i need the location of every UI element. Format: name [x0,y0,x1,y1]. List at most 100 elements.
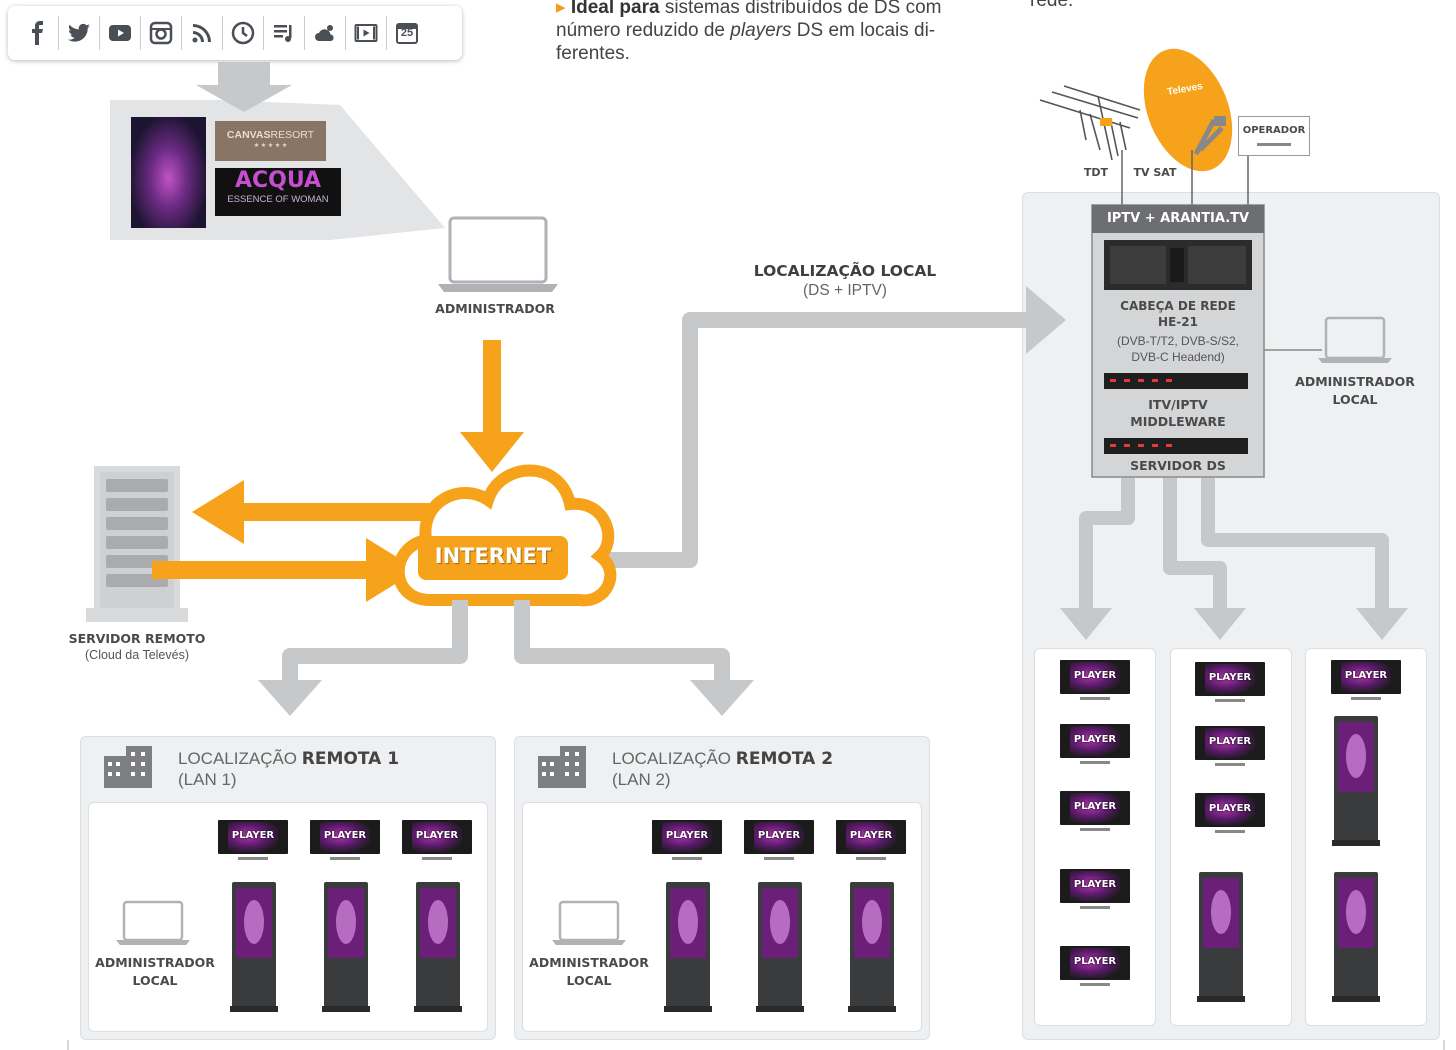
player-screen: PLAYER [218,820,288,862]
local-location-title: LOCALIZAÇÃO LOCAL [753,262,937,280]
calendar-icon[interactable]: 25 [387,16,427,50]
canvas-stars: ★ ★ ★ ★ ★ [253,143,288,149]
remote2-lan: (LAN 2) [612,770,671,789]
internet-label: INTERNET [434,544,552,568]
resort-brand: RESORT [270,129,315,141]
intro-players: players [730,20,792,41]
admin-label: ADMINISTRADOR [435,301,555,316]
twitter-icon[interactable] [59,16,100,50]
internet-to-remote1-arrow [282,600,468,685]
acqua-brand: ACQUA [234,168,322,193]
social-toolbar: 25 [8,6,462,60]
player-screen: PLAYER [1060,724,1130,766]
intro-line2b: DS em locais di- [791,20,936,41]
server-title: SERVIDOR REMOTO [68,631,206,646]
facebook-icon[interactable] [18,16,59,50]
remote1-prefix: LOCALIZAÇÃO [178,749,302,768]
remote2-title: LOCALIZAÇÃO REMOTA 2 [612,749,833,769]
admin-laptop-icon [438,216,558,292]
remote1-bold: REMOTA 1 [301,749,400,769]
player-label: PLAYER [1344,670,1388,681]
player-label: PLAYER [1208,736,1252,747]
cabeca-title-1: CABEÇA DE REDE [1120,299,1236,313]
signage-totem [414,882,462,1012]
itv-label-1: ITV/IPTV [1148,397,1208,412]
itv-label-2: MIDDLEWARE [1130,414,1226,429]
operador-label: OPERADOR [1242,125,1306,136]
player-screen: PLAYER [652,820,722,862]
player-screen: PLAYER [1331,660,1401,702]
player-label: PLAYER [665,830,709,841]
building-icon-1 [104,746,152,788]
tdt-label: TDT [1083,166,1109,179]
intro-line1: sistemas distribuídos de DS com [659,0,942,18]
servidor-ds-label: SERVIDOR DS [1130,458,1226,473]
signage-totem [848,882,896,1012]
youtube-icon[interactable] [100,16,141,50]
remote1-title: LOCALIZAÇÃO REMOTA 1 [178,749,399,769]
clock-icon[interactable] [223,16,264,50]
preview-perfume-image [131,117,206,228]
rss-icon[interactable] [182,16,223,50]
signage-totem [230,882,278,1012]
signage-totem [664,882,712,1012]
signage-totem [322,882,370,1012]
player-label: PLAYER [757,830,801,841]
remote2-admin-laptop-icon [552,900,626,945]
headend-to-col2-arrow [1163,478,1227,612]
tdt-antenna-icon [1039,85,1141,161]
toolbar-down-arrow [196,62,292,112]
headend-to-col3-arrow [1201,478,1389,612]
player-label: PLAYER [323,830,367,841]
remote2-admin-line1: ADMINISTRADOR [529,955,649,970]
signage-totem [1332,716,1380,846]
player-label: PLAYER [231,830,275,841]
video-icon[interactable] [346,16,387,50]
player-screen: PLAYER [1060,869,1130,911]
player-label: PLAYER [1073,879,1117,890]
remote1-admin-line1: ADMINISTRADOR [95,955,215,970]
player-screen: PLAYER [1195,726,1265,768]
player-label: PLAYER [1208,803,1252,814]
local-admin-line1: ADMINISTRADOR [1295,374,1415,389]
preview-canvas-resort: CANVASRESORT ★ ★ ★ ★ ★ [215,121,326,161]
satellite-dish-icon [1143,48,1233,172]
player-label: PLAYER [1073,670,1117,681]
local-admin-laptop-icon [1318,316,1392,363]
signage-totem [1197,872,1245,1002]
internet-to-remote2-arrow [514,600,730,685]
intro-line2a: número reduzido de [556,20,731,41]
intro-line3: ferentes. [556,43,630,64]
remote2-bold: REMOTA 2 [735,749,834,769]
middleware-rack-unit [1104,373,1248,389]
player-label: PLAYER [1208,672,1252,683]
ds-server-rack-unit [1104,438,1248,454]
cabeca-title-2: HE-21 [1158,315,1198,329]
player-screen: PLAYER [1060,791,1130,833]
player-label: PLAYER [415,830,459,841]
cabeca-desc-1: (DVB-T/T2, DVB-S/S2, [1116,334,1240,348]
he21-chassis [1104,240,1252,290]
internet-to-local-arrow [598,312,1030,568]
operador-box: OPERADOR [1238,116,1310,156]
instagram-icon[interactable] [141,16,182,50]
signage-totem [1332,872,1380,1002]
player-screen: PLAYER [1195,662,1265,704]
player-screen: PLAYER [402,820,472,862]
headend-to-col1-arrow [1079,478,1135,612]
remote2-admin-line2: LOCAL [566,973,612,988]
building-icon-2 [538,746,586,788]
antenna-cables [1121,150,1249,205]
intro-right-fragment: rede. [1030,0,1074,11]
player-label: PLAYER [1073,956,1117,967]
player-label: PLAYER [1073,801,1117,812]
cabeca-desc-2: DVB-C Headend) [1131,350,1225,364]
headend-title: IPTV + ARANTIA.TV [1106,211,1250,226]
remote1-lan: (LAN 1) [178,770,237,789]
playlist-icon[interactable] [264,16,305,50]
calendar-day: 25 [400,27,414,39]
internet-cloud-icon [392,464,617,607]
intro-text: ▸ Ideal para sistemas distribuídos de DS… [556,0,956,65]
weather-icon[interactable] [305,16,346,50]
